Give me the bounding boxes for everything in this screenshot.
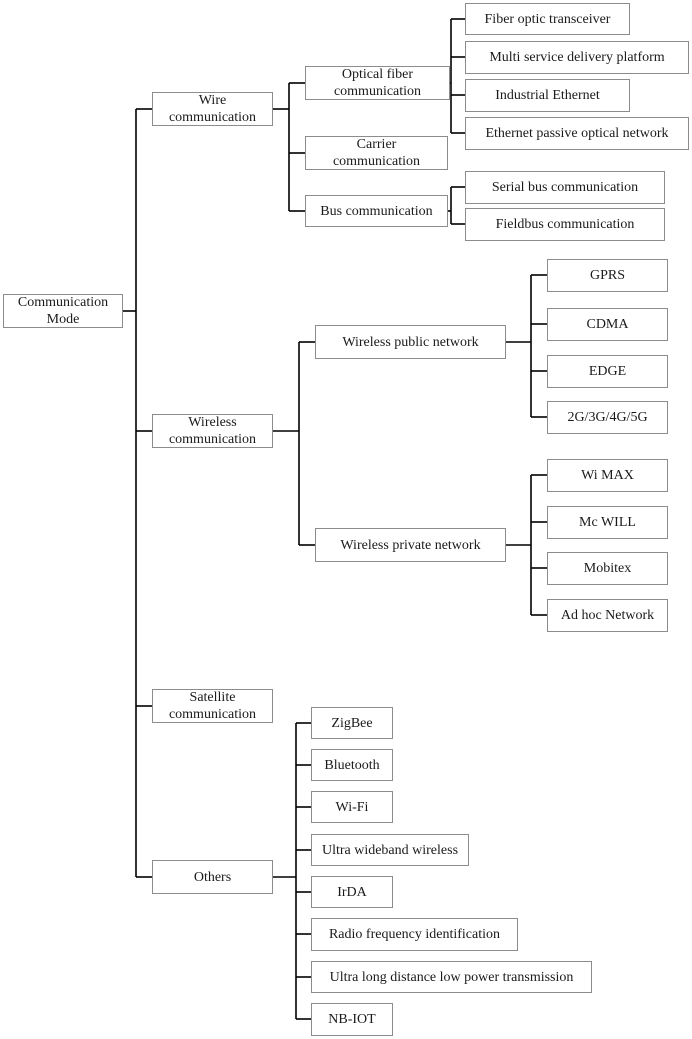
node-others: Others (152, 860, 273, 894)
node-fiber-optic-transceiver: Fiber optic transceiver (465, 3, 630, 35)
node-carrier-communication: Carrier communication (305, 136, 448, 170)
node-ad-hoc-network: Ad hoc Network (547, 599, 668, 632)
node-fieldbus-communication: Fieldbus communication (465, 208, 665, 241)
node-bus-communication: Bus communication (305, 195, 448, 227)
node-ultra-wideband-wireless: Ultra wideband wireless (311, 834, 469, 866)
node-edge: EDGE (547, 355, 668, 388)
node-irda: IrDA (311, 876, 393, 908)
node-2g-3g-4g-5g: 2G/3G/4G/5G (547, 401, 668, 434)
node-gprs: GPRS (547, 259, 668, 292)
node-optical-fiber-communication: Optical fiber communication (305, 66, 450, 100)
node-wire-communication: Wire communication (152, 92, 273, 126)
node-wireless-private-network: Wireless private network (315, 528, 506, 562)
node-wireless-public-network: Wireless public network (315, 325, 506, 359)
node-mc-will: Mc WILL (547, 506, 668, 539)
node-ethernet-passive-optical-network: Ethernet passive optical network (465, 117, 689, 150)
node-bluetooth: Bluetooth (311, 749, 393, 781)
node-multi-service-delivery-platform: Multi service delivery platform (465, 41, 689, 74)
node-ultra-long-distance-low-power-transmission: Ultra long distance low power transmissi… (311, 961, 592, 993)
node-serial-bus-communication: Serial bus communication (465, 171, 665, 204)
node-communication-mode: Communication Mode (3, 294, 123, 328)
node-cdma: CDMA (547, 308, 668, 341)
node-wi-max: Wi MAX (547, 459, 668, 492)
node-industrial-ethernet: Industrial Ethernet (465, 79, 630, 112)
node-radio-frequency-identification: Radio frequency identification (311, 918, 518, 951)
node-satellite-communication: Satellite communication (152, 689, 273, 723)
node-wireless-communication: Wireless communication (152, 414, 273, 448)
node-mobitex: Mobitex (547, 552, 668, 585)
node-nb-iot: NB-IOT (311, 1003, 393, 1036)
node-zigbee: ZigBee (311, 707, 393, 739)
node-wi-fi: Wi-Fi (311, 791, 393, 823)
